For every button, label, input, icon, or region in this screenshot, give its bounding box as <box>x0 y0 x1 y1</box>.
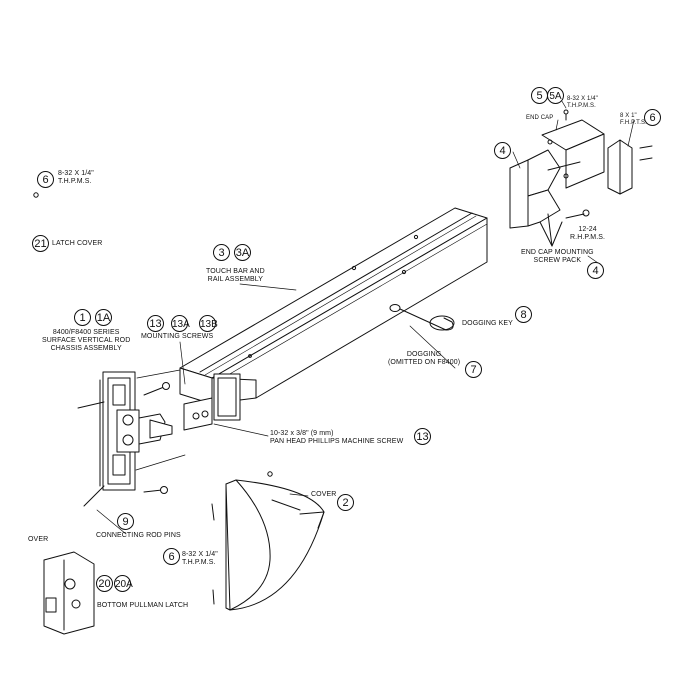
callout-6-bottom: 6 <box>163 548 180 565</box>
label-bottom-latch: BOTTOM PULLMAN LATCH <box>97 602 189 609</box>
label-latch-cover: LATCH COVER <box>52 240 103 247</box>
callout-1a: 1A <box>95 309 112 326</box>
label-connecting-rod-pins: CONNECTING ROD PINS <box>96 532 181 539</box>
bottom-latch-part <box>43 551 95 635</box>
callout-7: 7 <box>465 361 482 378</box>
callout-6-right: 6 <box>644 109 661 126</box>
label-mounting-screws: MOUNTING SCREWS <box>141 333 214 340</box>
callout-6-top: 6 <box>37 171 54 188</box>
label-screw-bottom: 8-32 X 1/4" T.H.P.M.S. <box>182 551 218 566</box>
label-end-cap: END CAP <box>526 115 554 121</box>
callout-9: 9 <box>117 513 134 530</box>
callout-13: 13 <box>147 315 164 332</box>
dogging-key-part <box>389 304 455 331</box>
label-end-cap-screw: 8-32 X 1/4" T.H.P.M.S. <box>567 96 598 109</box>
callout-1: 1 <box>74 309 91 326</box>
label-dogging-key: DOGGING KEY <box>462 320 513 327</box>
end-cap-assembly <box>509 109 653 247</box>
callout-5: 5 <box>531 87 548 104</box>
callout-4-top: 4 <box>494 142 511 159</box>
cover-part <box>211 471 325 611</box>
callout-21: 21 <box>32 235 49 252</box>
label-screw-top-left: 8-32 X 1/4" T.H.P.M.S. <box>58 170 94 185</box>
callout-13a: 13A <box>171 315 190 332</box>
label-cover: COVER <box>311 491 337 498</box>
label-cover-partial: OVER <box>28 536 49 543</box>
leader-lines <box>96 97 635 535</box>
loose-screw-top <box>33 192 39 198</box>
label-rhpms: 12-24 R.H.P.M.S. <box>570 226 606 241</box>
label-dogging: DOGGING (OMITTED ON F8400) <box>388 351 461 366</box>
callout-20a: 20A <box>114 575 133 592</box>
callout-5a: 5A <box>547 87 564 104</box>
callout-3a: 3A <box>234 244 251 261</box>
callout-3: 3 <box>213 244 230 261</box>
callout-8: 8 <box>515 306 532 323</box>
label-right-screw: 8 X 1" F.H.P.T.S. <box>620 113 647 126</box>
label-chassis: 8400/F8400 SERIES SURFACE VERTICAL ROD C… <box>42 329 131 352</box>
label-end-cap-pack: END CAP MOUNTING SCREW PACK <box>521 249 594 264</box>
callout-2: 2 <box>337 494 354 511</box>
label-touch-bar: TOUCH BAR AND RAIL ASSEMBLY <box>206 268 265 283</box>
touch-bar-rail <box>179 207 488 431</box>
callout-13b: 13B <box>199 315 218 332</box>
mounting-screws <box>143 382 170 494</box>
chassis-assembly <box>77 369 186 507</box>
callout-20: 20 <box>96 575 113 592</box>
callout-4-pack: 4 <box>587 262 604 279</box>
callout-13-screw: 13 <box>414 428 431 445</box>
label-pan-head-screw: 10-32 x 3/8" (9 mm) PAN HEAD PHILLIPS MA… <box>270 430 404 445</box>
